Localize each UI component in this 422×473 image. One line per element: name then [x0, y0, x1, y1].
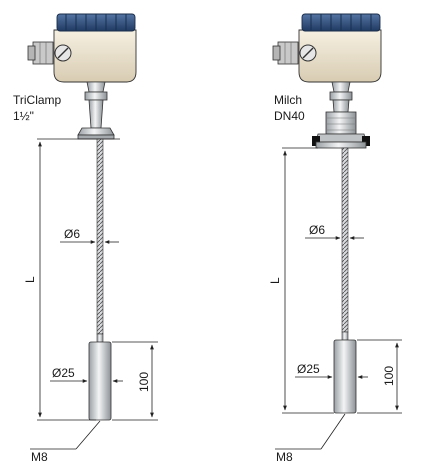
length-label: L	[23, 276, 37, 283]
connection-name: Milch	[274, 93, 302, 107]
probe-triclamp: TriClamp 1½" L Ø6 Ø25 100 M8	[13, 13, 158, 464]
dimension-length	[282, 147, 334, 414]
length-label: L	[268, 277, 282, 284]
weight-length-label: 100	[382, 366, 396, 386]
housing-cap	[301, 13, 381, 32]
cable-gland	[272, 41, 299, 65]
thread-label: M8	[31, 450, 48, 464]
dimension-weight-length	[357, 339, 402, 414]
thread-leader	[275, 413, 346, 450]
dimension-weight-length	[112, 341, 158, 421]
dimension-length	[37, 138, 120, 421]
slotted-nut	[312, 133, 370, 149]
cable-gland	[27, 41, 54, 65]
screw-icon	[54, 44, 72, 62]
weight-diameter-label: Ø25	[297, 362, 320, 376]
thread-leader	[30, 420, 101, 450]
weight-diameter-label: Ø25	[52, 366, 75, 380]
cable-diameter-label: Ø6	[309, 223, 325, 237]
probe-milch: Milch DN40 L Ø6 Ø25 100 M8	[268, 13, 402, 464]
screw-icon	[299, 44, 317, 62]
thread-label: M8	[276, 450, 293, 464]
cable-diameter-label: Ø6	[64, 227, 80, 241]
housing-cap	[56, 13, 136, 32]
connection-size: 1½"	[13, 109, 34, 123]
weight-length-label: 100	[137, 372, 151, 392]
connection-name: TriClamp	[13, 93, 62, 107]
connection-size: DN40	[274, 109, 305, 123]
